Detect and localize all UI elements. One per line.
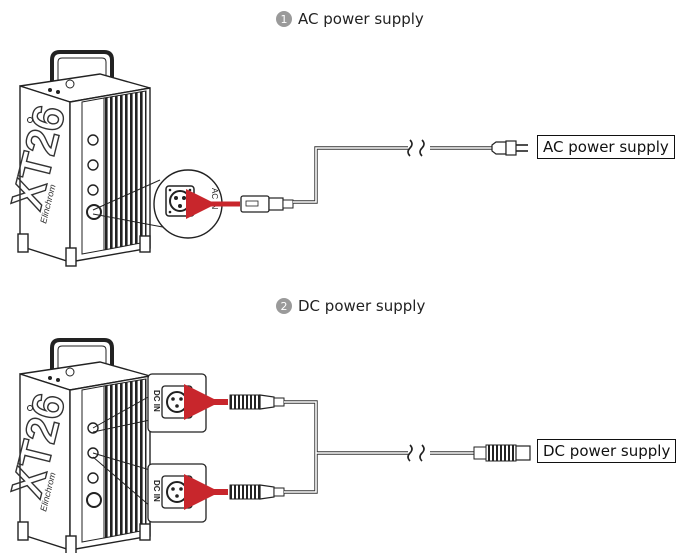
dc-title-text: DC power supply — [298, 297, 426, 315]
dc-in-label-1: DC IN — [152, 390, 161, 412]
dc-cable-break-symbol — [407, 444, 425, 462]
ac-power-supply-label: AC power supply — [537, 135, 675, 159]
dc-in-label-2: DC IN — [152, 480, 161, 502]
dc-section-title: 2 DC power supply — [276, 297, 425, 315]
dc-cable-plug-2 — [229, 484, 285, 500]
step-number-1: 1 — [276, 11, 292, 27]
ac-cable-plug — [240, 195, 294, 213]
step-number-2: 2 — [276, 298, 292, 314]
ac-cable-break-symbol — [407, 139, 425, 157]
dc-input-plug — [473, 444, 531, 462]
dc-power-supply-label: DC power supply — [537, 439, 677, 463]
dc-cable-plug-1 — [229, 394, 285, 410]
ac-section-title: 1 AC power supply — [276, 10, 424, 28]
ac-wall-plug — [491, 140, 528, 156]
ac-title-text: AC power supply — [298, 10, 424, 28]
